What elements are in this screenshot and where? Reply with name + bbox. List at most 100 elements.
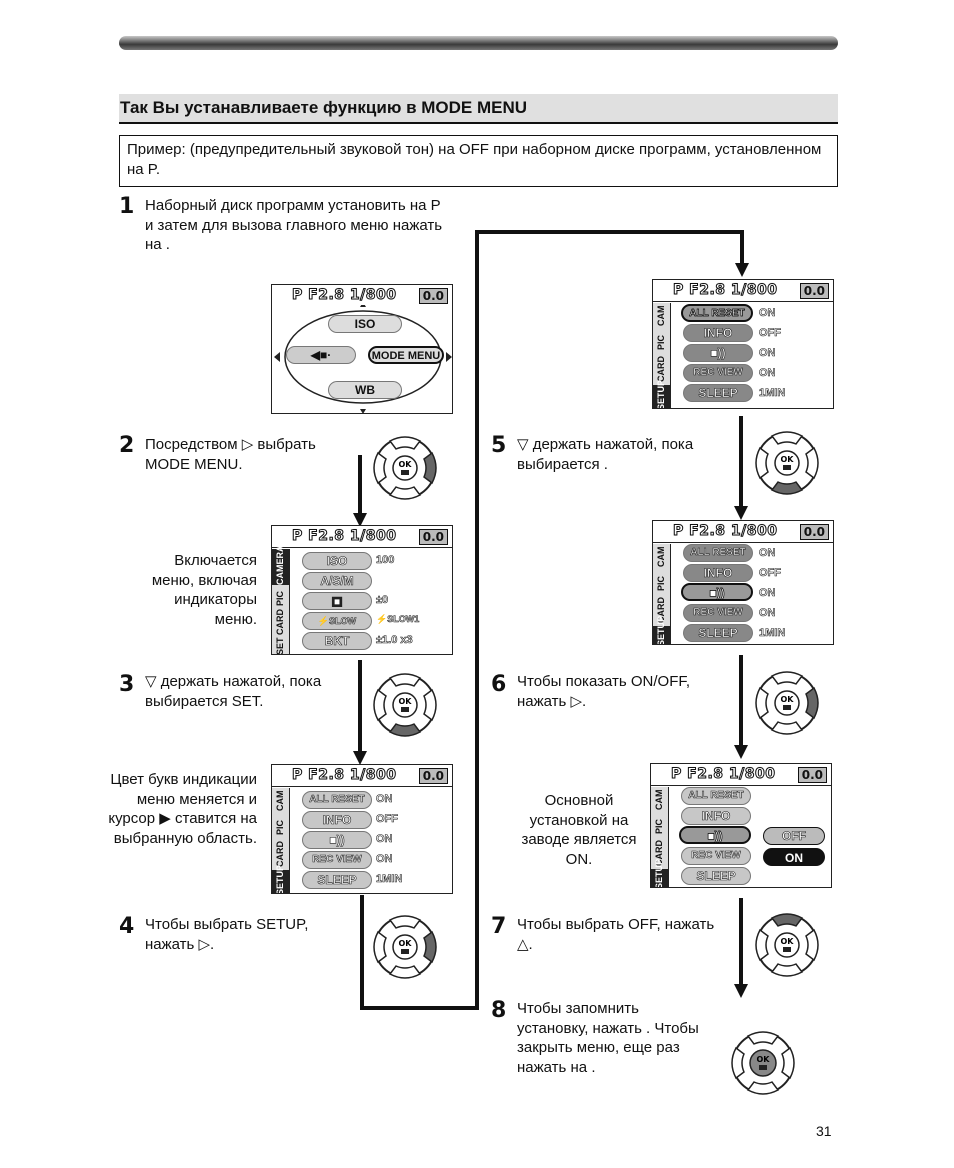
- tab-cam: CAM: [656, 546, 666, 568]
- ev-readout: 0.0: [418, 529, 448, 545]
- step-text: Чтобы запомнить установку, нажать . Чтоб…: [517, 1000, 699, 1076]
- arrow-down-icon: [734, 416, 748, 520]
- tab-pic: PIC: [654, 818, 664, 834]
- menu-item-all-reset: ALL RESET: [681, 304, 753, 322]
- menu-item-info: INFO: [681, 807, 751, 825]
- ev-readout: 0.0: [418, 288, 448, 304]
- exposure-readout: P F2.8 1/800: [291, 767, 397, 784]
- svg-text:OK: OK: [781, 695, 795, 704]
- menu-item-metering: ▣: [302, 592, 372, 610]
- iso-option: ISO: [328, 315, 402, 333]
- tab-card: CARD: [656, 356, 666, 382]
- menu-value: ON: [376, 833, 393, 846]
- menu-item-info: INFO: [683, 324, 753, 342]
- menu-tabs: CAM PIC CARD SETUP: [272, 788, 290, 893]
- dpad-ok-icon: OK: [731, 1031, 795, 1095]
- svg-text:OK: OK: [757, 1055, 771, 1064]
- menu-value: ON: [376, 793, 393, 806]
- menu-item-rec-view: REC VIEW: [302, 851, 372, 869]
- step-note: Включается меню, включая индикаторы меню…: [151, 552, 257, 628]
- ev-readout: 0.0: [418, 768, 448, 784]
- step-number: 7: [491, 914, 507, 939]
- menu-item-beep: ■)): [302, 831, 372, 849]
- step-text: Наборный диск программ установить на P и…: [145, 197, 443, 253]
- menu-item-beep: ■)): [681, 583, 753, 601]
- exposure-readout: P F2.8 1/800: [291, 528, 397, 545]
- menu-value: ON: [759, 587, 776, 600]
- menu-value: ON: [759, 607, 776, 620]
- tab-set: SET: [275, 637, 285, 655]
- mode-menu-option: MODE MENU: [368, 346, 444, 364]
- menu-tabs: CAMERA PIC CARD SET: [272, 546, 290, 655]
- menu-item-flash: ⚡SLOW: [302, 612, 372, 630]
- menu-value: OFF: [376, 813, 399, 826]
- header-bar: [119, 36, 838, 50]
- exposure-readout: P F2.8 1/800: [670, 766, 776, 783]
- svg-text:OK: OK: [399, 460, 413, 469]
- wb-option: WB: [328, 381, 402, 399]
- ev-readout: 0.0: [797, 767, 827, 783]
- page-number: 31: [816, 1123, 832, 1139]
- tab-card: CARD: [275, 609, 285, 635]
- svg-text:OK: OK: [781, 455, 795, 464]
- tab-setup: SETUP: [653, 616, 670, 644]
- dpad-right-icon: OK: [373, 915, 437, 979]
- menu-item-rec-view: REC VIEW: [683, 604, 753, 622]
- menu-item-all-reset: ALL RESET: [681, 787, 751, 805]
- svg-text:OK: OK: [399, 697, 413, 706]
- menu-tabs: CAM PIC CARD SETUP: [653, 544, 671, 644]
- menu-item-rec-view: REC VIEW: [683, 364, 753, 382]
- svg-text:OK: OK: [399, 939, 413, 948]
- option-on: ON: [763, 848, 825, 866]
- menu-item-sleep: SLEEP: [683, 624, 753, 642]
- dpad-up-icon: OK: [755, 913, 819, 977]
- tab-cam: CAM: [656, 305, 666, 327]
- ev-readout: 0.0: [799, 524, 829, 540]
- ev-readout: 0.0: [799, 283, 829, 299]
- step-number: 1: [119, 194, 135, 219]
- dpad-down-icon: OK: [373, 673, 437, 737]
- menu-value: ON: [759, 547, 776, 560]
- menu-item-asm: A/S/M: [302, 572, 372, 590]
- tab-pic: PIC: [656, 575, 666, 591]
- step-note: Цвет букв индикации меню меняется и курс…: [108, 771, 257, 847]
- menu-item-sleep: SLEEP: [683, 384, 753, 402]
- menu-value: 1MIN: [376, 873, 403, 886]
- menu-value: OFF: [759, 327, 782, 340]
- svg-text:OK: OK: [781, 937, 795, 946]
- menu-tabs: CAM PIC CARD SETUP: [651, 787, 669, 887]
- tab-pic: PIC: [275, 590, 285, 606]
- step-number: 4: [119, 914, 135, 939]
- step-number: 6: [491, 672, 507, 697]
- tab-camera: CAMERA: [272, 546, 289, 585]
- menu-item-info: INFO: [302, 811, 372, 829]
- menu-item-bkt: BKT: [302, 632, 372, 650]
- flow-connector: [360, 230, 749, 1010]
- menu-value: 1MIN: [759, 387, 786, 400]
- step-number: 8: [491, 998, 507, 1023]
- menu-value: ON: [759, 367, 776, 380]
- tab-setup: SETUP: [653, 380, 670, 408]
- menu-value: ±1.0 x3: [376, 634, 413, 647]
- arrow-down-icon: [353, 660, 367, 765]
- tab-card: CARD: [275, 841, 285, 867]
- step-number: 5: [491, 433, 507, 458]
- menu-item-beep: ■)): [683, 344, 753, 362]
- menu-item-sleep: SLEEP: [681, 867, 751, 885]
- step-text: Чтобы показать ON/OFF, нажать ▷.: [517, 673, 691, 710]
- step-text: ▽ держать нажатой, пока выбирается SET.: [145, 673, 322, 710]
- menu-value: ON: [376, 853, 393, 866]
- menu-value: 1MIN: [759, 627, 786, 640]
- section-title: Так Вы устанавливаете функцию в MODE MEN…: [119, 94, 838, 124]
- step-number: 3: [119, 672, 135, 697]
- arrow-down-icon: [734, 898, 748, 998]
- example-box: Пример: (предупредительный звуковой тон)…: [119, 135, 838, 187]
- step-text: Посредством ▷ выбрать MODE MENU.: [145, 436, 316, 473]
- exposure-readout: P F2.8 1/800: [672, 523, 778, 540]
- menu-item-beep: ■)): [679, 826, 751, 844]
- tab-setup: SETUP: [272, 865, 289, 893]
- menu-value: ±0: [376, 594, 389, 607]
- menu-item-info: INFO: [683, 564, 753, 582]
